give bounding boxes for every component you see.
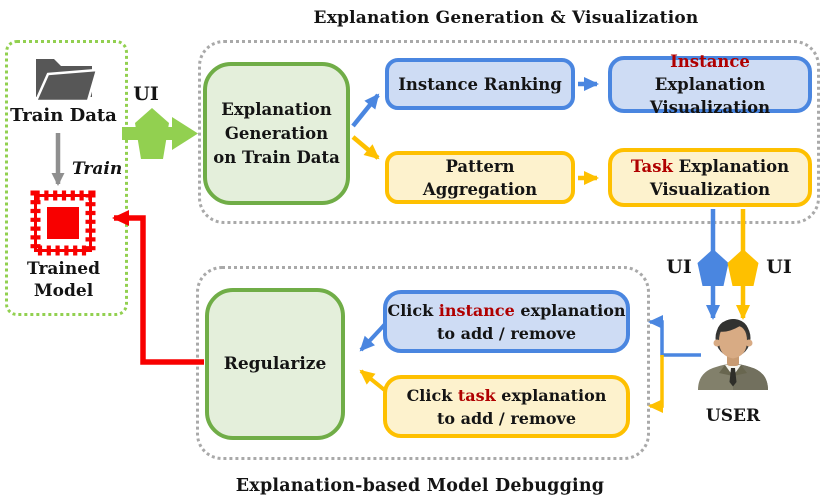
node-explanation-generation: Explanation Generation on Train Data (203, 62, 350, 205)
explanation-generation-line2: Generation (224, 123, 329, 143)
task-visualization-highlight: Task (630, 156, 673, 176)
train-data-panel (5, 40, 128, 316)
click-instance-prefix: Click (387, 300, 439, 320)
user-label: USER (705, 406, 761, 426)
edge-generation-to-aggregation (351, 135, 380, 160)
node-instance-ranking: Instance Ranking (385, 58, 575, 110)
click-task-prefix: Click (406, 385, 458, 405)
pattern-aggregation-label: Pattern Aggregation (422, 156, 538, 199)
ui-input-label: UI (133, 83, 159, 105)
instance-visualization-rest: Explanation (654, 75, 766, 94)
click-task-line1: Click task explanation (407, 384, 607, 407)
explanation-generation-line1: Explanation (221, 99, 332, 119)
node-click-instance: Click instance explanation to add / remo… (383, 290, 630, 353)
task-visualization-line1: Task Explanation (631, 155, 789, 178)
ui-user-instance-label: UI (666, 256, 692, 278)
pentagon-arrow-icon-task (727, 209, 759, 320)
node-regularize: Regularize (205, 288, 345, 440)
bottom-title: Explanation-based Model Debugging (235, 476, 605, 496)
instance-ranking-label: Instance Ranking (398, 74, 562, 94)
pentagon-arrow-icon-input (122, 108, 198, 159)
pentagon-arrow-icon-instance (697, 209, 729, 320)
instance-visualization-highlight: Instance (670, 52, 750, 71)
instance-visualization-line2: Visualization (649, 98, 771, 117)
edge-generation-to-ranking (351, 93, 380, 128)
train-arrow-label: Train (72, 159, 123, 179)
train-data-label: Train Data (10, 105, 117, 126)
click-task-suffix: explanation (495, 385, 607, 405)
click-task-line2: to add / remove (436, 408, 577, 428)
top-title: Explanation Generation & Visualization (313, 8, 699, 28)
node-click-task: Click task explanation to add / remove (383, 375, 630, 438)
node-task-visualization: Task Explanation Visualization (608, 148, 812, 207)
trained-model-label: Trained Model (5, 258, 122, 302)
task-visualization-line2: Visualization (649, 179, 771, 199)
folder-icon (34, 59, 99, 103)
node-instance-visualization: Instance Explanation Visualization (608, 52, 812, 117)
top-stage-container (198, 40, 820, 224)
person-icon (698, 319, 768, 390)
edge-user-to-click-task (648, 355, 664, 413)
click-instance-line1: Click instance explanation (387, 299, 625, 322)
node-pattern-aggregation: Pattern Aggregation (385, 151, 575, 204)
instance-visualization-line1: Instance Explanation (612, 50, 808, 96)
trained-model-line2: Model (33, 281, 94, 301)
click-instance-line2: to add / remove (436, 323, 577, 343)
click-task-highlight: task (457, 385, 496, 405)
edge-click-instance-to-regularize (359, 320, 389, 352)
stamp-icon (30, 190, 96, 256)
edge-user-to-click-instance (648, 315, 701, 357)
trained-model-line1: Trained (27, 259, 100, 279)
regularize-label: Regularize (223, 353, 327, 374)
edge-click-task-to-regularize (359, 369, 389, 394)
click-instance-suffix: explanation (514, 300, 626, 320)
explanation-generation-line3: on Train Data (213, 147, 340, 167)
edge-regularize-to-model (112, 210, 204, 365)
ui-user-task-label: UI (766, 256, 792, 278)
click-instance-highlight: instance (438, 300, 515, 320)
task-visualization-rest: Explanation (672, 156, 790, 176)
